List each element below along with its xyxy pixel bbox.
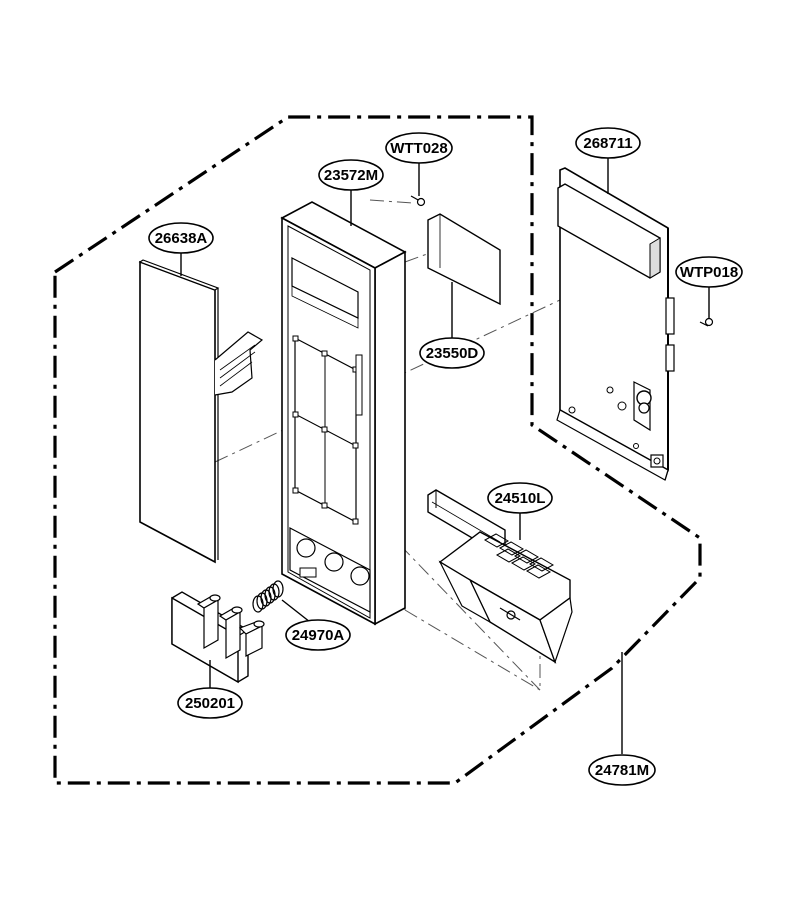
- callout-labels: 26638A 23572M WTT028 23550D 268711 WTP01…: [155, 135, 738, 779]
- callout-23572M: 23572M: [324, 167, 378, 184]
- part-screw-wtt028: [410, 195, 426, 207]
- callout-bubble-26638A: [148, 222, 214, 254]
- part-screw-wtp018: [699, 317, 714, 327]
- callout-268711: 268711: [583, 135, 632, 152]
- callout-ellipses: [148, 127, 743, 786]
- callout-bubble-WTT028: [385, 132, 453, 164]
- part-control-panel-frame: [280, 201, 407, 626]
- callout-bubble-268711: [575, 127, 641, 159]
- callout-26638A: 26638A: [155, 230, 208, 247]
- part-push-button: [171, 591, 265, 684]
- callout-bubble-24510L: [487, 482, 553, 514]
- callout-24781M: 24781M: [595, 762, 649, 779]
- callout-WTT028: WTT028: [390, 140, 448, 157]
- callout-24970A: 24970A: [292, 627, 345, 644]
- callout-bubble-24970A: [285, 619, 351, 651]
- callout-bubble-24781M: [588, 754, 656, 786]
- callout-23550D: 23550D: [426, 345, 479, 362]
- leader-lines: [180, 158, 710, 754]
- callout-WTP018: WTP018: [680, 264, 738, 281]
- part-window-sheet: [427, 213, 501, 306]
- assembly-boundary: [53, 115, 702, 785]
- callout-bubble-23550D: [419, 337, 485, 369]
- callout-bubble-250201: [177, 687, 243, 719]
- part-pcb-268711: [556, 167, 675, 481]
- callout-bubble-23572M: [318, 159, 384, 191]
- part-spring: [252, 580, 284, 613]
- callout-250201: 250201: [185, 695, 235, 712]
- flex-cable: [214, 331, 264, 396]
- part-membrane-keypad: [138, 259, 264, 564]
- callout-bubble-WTP018: [675, 256, 743, 288]
- part-release-lever: [427, 489, 573, 664]
- callout-24510L: 24510L: [495, 490, 546, 507]
